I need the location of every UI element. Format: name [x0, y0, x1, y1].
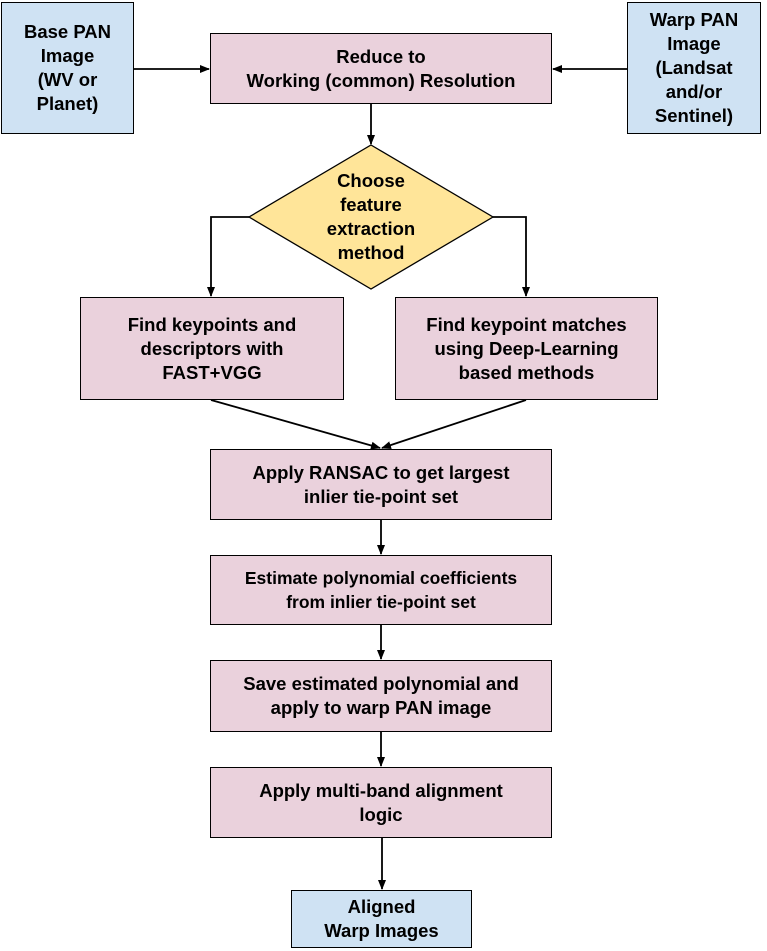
fast-vgg-label: Find keypoints and descriptors with FAST… — [127, 313, 297, 383]
multiband-alignment-node: Apply multi-band alignment logic — [210, 767, 552, 838]
warp-pan-image-label: Warp PAN Image (Landsat and/or Sentinel) — [649, 9, 739, 126]
aligned-warp-images-label: Aligned Warp Images — [324, 896, 439, 941]
arrow-choose-to-deep-learning — [493, 216, 530, 297]
decision-diamond — [247, 144, 495, 290]
fast-vgg-node: Find keypoints and descriptors with FAST… — [80, 297, 344, 400]
estimate-coefficients-label: Estimate polynomial coefficients from in… — [244, 568, 518, 612]
ransac-label: Apply RANSAC to get largest inlier tie-p… — [252, 461, 510, 507]
reduce-resolution-label: Reduce to Working (common) Resolution — [246, 45, 516, 91]
estimate-coefficients-node: Estimate polynomial coefficients from in… — [210, 555, 552, 625]
deep-learning-node: Find keypoint matches using Deep-Learnin… — [395, 297, 658, 400]
save-polynomial-label: Save estimated polynomial and apply to w… — [243, 673, 519, 718]
arrow-deep-learning-to-ransac — [381, 399, 527, 449]
choose-method-label: Choose feature extraction method — [326, 170, 416, 263]
save-polynomial-node: Save estimated polynomial and apply to w… — [210, 660, 552, 732]
base-pan-image-label: Base PAN Image (WV or Planet) — [23, 21, 112, 114]
choose-method-label-box: Choose feature extraction method — [296, 165, 446, 269]
reduce-resolution-node: Reduce to Working (common) Resolution — [210, 33, 552, 104]
ransac-node: Apply RANSAC to get largest inlier tie-p… — [210, 449, 552, 520]
warp-pan-image-node: Warp PAN Image (Landsat and/or Sentinel) — [627, 2, 761, 134]
aligned-warp-images-node: Aligned Warp Images — [291, 890, 472, 948]
deep-learning-label: Find keypoint matches using Deep-Learnin… — [426, 313, 627, 383]
multiband-alignment-label: Apply multi-band alignment logic — [259, 779, 503, 825]
arrow-choose-to-fast-vgg — [207, 216, 249, 297]
base-pan-image-node: Base PAN Image (WV or Planet) — [1, 2, 134, 134]
arrow-fast-vgg-to-ransac — [210, 399, 381, 450]
